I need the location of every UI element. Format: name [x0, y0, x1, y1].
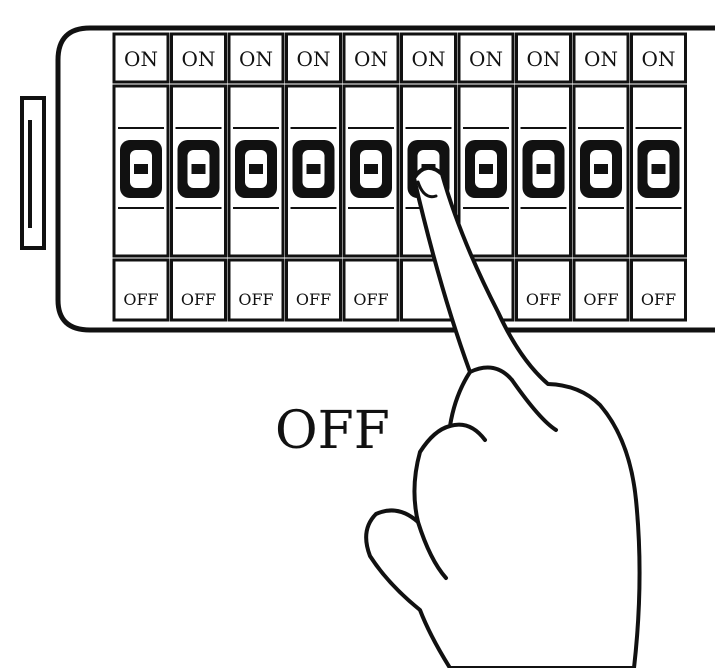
breaker[interactable]: ON OFF — [515, 32, 572, 322]
breaker-on-label-box — [170, 32, 227, 84]
off-caption: OFF — [275, 401, 390, 461]
breaker-off-label: OFF — [296, 290, 331, 309]
breaker-off-label-box — [630, 258, 687, 322]
breaker-off-label-box — [572, 258, 630, 322]
breaker-on-label-box — [515, 32, 572, 84]
breaker-on-label-box — [630, 32, 687, 84]
breaker-toggle-mark — [249, 164, 263, 174]
breaker-on-label: ON — [642, 47, 676, 71]
breaker-toggle-mark — [191, 164, 206, 174]
breaker-on-label-box — [457, 32, 515, 84]
breaker-on-label: ON — [297, 47, 331, 71]
breaker-on-label-box — [285, 32, 342, 84]
breaker-toggle-mark — [536, 164, 551, 174]
breaker-off-label: OFF — [123, 290, 158, 309]
breaker-on-label: ON — [354, 47, 388, 71]
breaker-off-label: OFF — [353, 290, 388, 309]
breaker-toggle-mark — [134, 164, 148, 174]
breaker-off-label: OFF — [583, 290, 618, 309]
breaker-off-label: OFF — [181, 290, 216, 309]
breaker-on-label-box — [227, 32, 285, 84]
breaker-off-label: OFF — [526, 290, 561, 309]
breaker-off-label-box — [112, 258, 170, 322]
breaker-on-label: ON — [124, 47, 158, 71]
breaker-off-label-box — [515, 258, 572, 322]
breaker-toggle-mark — [364, 164, 378, 174]
breaker[interactable]: ON OFF — [342, 32, 400, 322]
breaker-off-label-box — [227, 258, 285, 322]
breaker-toggle-mark — [594, 164, 608, 174]
breaker-on-label: ON — [182, 47, 216, 71]
breaker-toggle-mark — [651, 164, 666, 174]
pointing-hand-icon — [364, 166, 642, 668]
breaker[interactable]: ON OFF — [630, 32, 687, 322]
breaker-off-label-box — [170, 258, 227, 322]
breaker-off-label-box — [342, 258, 400, 322]
breaker-on-label: ON — [239, 47, 273, 71]
breaker-on-label-box — [112, 32, 170, 84]
breaker-on-label-box — [400, 32, 457, 84]
breaker[interactable]: ON OFF — [572, 32, 630, 322]
breaker-on-label: ON — [412, 47, 446, 71]
breaker-off-label-box — [285, 258, 342, 322]
breaker[interactable]: ON OFF — [112, 32, 170, 322]
breaker-on-label: ON — [584, 47, 618, 71]
breaker[interactable]: ON OFF — [170, 32, 227, 322]
breaker-off-label: OFF — [641, 290, 676, 309]
breaker-on-label-box — [342, 32, 400, 84]
breaker-toggle-mark — [306, 164, 321, 174]
breaker-on-label-box — [572, 32, 630, 84]
breaker[interactable]: ON OFF — [285, 32, 342, 322]
breaker-off-label: OFF — [238, 290, 273, 309]
breaker[interactable]: ON OFF — [227, 32, 285, 322]
breaker-on-label: ON — [527, 47, 561, 71]
mounting-rail — [20, 96, 46, 250]
breaker-on-label: ON — [469, 47, 503, 71]
breaker-toggle-mark — [479, 164, 493, 174]
